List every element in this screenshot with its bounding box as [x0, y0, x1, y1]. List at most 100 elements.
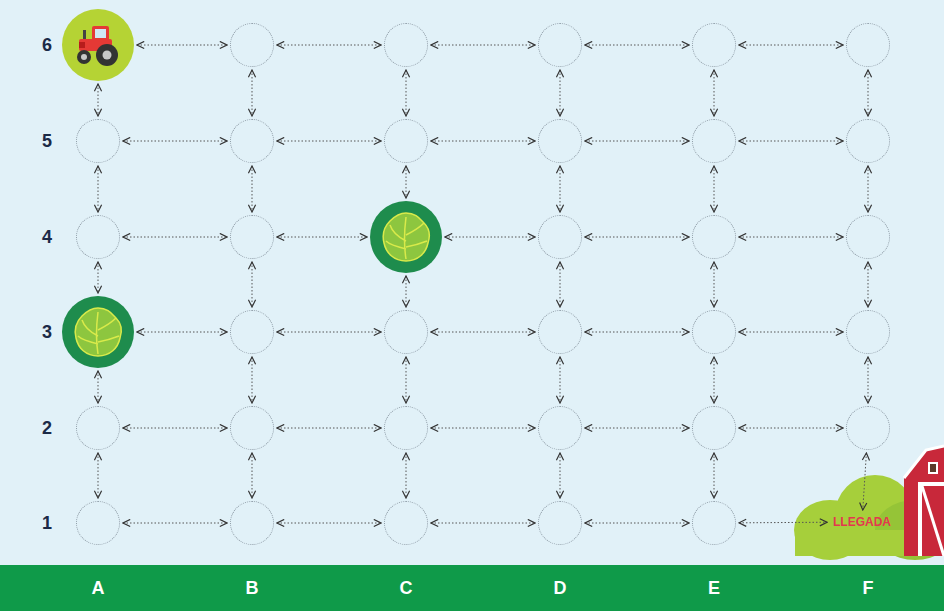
path-arrow [560, 166, 561, 212]
path-arrow [277, 332, 381, 333]
lettuce-icon [62, 296, 134, 368]
path-arrow [123, 237, 227, 238]
path-arrow [277, 45, 381, 46]
path-arrow [714, 453, 715, 498]
path-arrow [137, 332, 227, 333]
path-arrow [98, 262, 99, 293]
path-arrow [739, 141, 843, 142]
tractor-cell [62, 9, 134, 81]
path-arrow [739, 428, 843, 429]
grid-cell [846, 406, 890, 450]
path-arrow [123, 141, 227, 142]
row-number: 6 [42, 35, 52, 55]
grid-cell [846, 119, 890, 163]
path-arrow [585, 523, 689, 524]
path-arrow [431, 332, 535, 333]
column-letter: F [863, 578, 874, 598]
path-arrow [431, 523, 535, 524]
path-arrow [98, 453, 99, 498]
grid-cell [384, 501, 428, 545]
grid-cell [692, 501, 736, 545]
column-letter: D [554, 578, 567, 598]
grid-cell [76, 406, 120, 450]
path-arrow [277, 237, 367, 238]
column-letter: A [92, 578, 105, 598]
path-arrow [406, 357, 407, 403]
grid-cell [692, 406, 736, 450]
grid-cell [846, 310, 890, 354]
path-arrow [252, 166, 253, 212]
path-arrow [277, 523, 381, 524]
grid-cell [76, 501, 120, 545]
grid-cell [538, 215, 582, 259]
path-arrow [585, 141, 689, 142]
path-arrow [585, 45, 689, 46]
path-arrow [739, 237, 843, 238]
path-arrow [560, 357, 561, 403]
path-arrow [868, 357, 869, 403]
grid-cell [692, 310, 736, 354]
path-arrow [277, 428, 381, 429]
lettuce-cell [62, 296, 134, 368]
row-number: 4 [42, 227, 52, 247]
column-letter: C [400, 578, 413, 598]
path-arrow [431, 45, 535, 46]
tractor-icon [62, 9, 134, 81]
path-arrow [585, 237, 689, 238]
grid-cell [538, 23, 582, 67]
bush [794, 475, 944, 560]
grid-cell [230, 119, 274, 163]
path-arrow [123, 523, 227, 524]
path-arrow [714, 70, 715, 116]
path-arrow [252, 453, 253, 498]
path-arrow [739, 332, 843, 333]
path-arrow [431, 428, 535, 429]
grid-cell [76, 215, 120, 259]
path-arrow [560, 453, 561, 498]
grid-cell [384, 23, 428, 67]
path-arrow [123, 428, 227, 429]
grid-cell [538, 406, 582, 450]
path-arrow [739, 522, 827, 524]
grid-cell [384, 119, 428, 163]
path-arrow [739, 45, 843, 46]
lettuce-cell [370, 201, 442, 273]
path-arrow [585, 332, 689, 333]
grid-cell [846, 215, 890, 259]
path-arrow [714, 262, 715, 307]
path-arrow [98, 371, 99, 403]
grid-cell [692, 119, 736, 163]
path-arrow [406, 166, 407, 198]
path-arrow [868, 70, 869, 116]
path-arrow [406, 70, 407, 116]
column-band [0, 565, 944, 611]
grid-cell [230, 406, 274, 450]
goal-node: LLEGADA [830, 513, 894, 531]
row-number: 3 [42, 322, 52, 342]
path-arrow [868, 166, 869, 212]
path-arrow [714, 357, 715, 403]
row-number: 1 [42, 513, 52, 533]
path-arrow [863, 453, 867, 510]
path-arrow [98, 84, 99, 116]
path-arrow [560, 70, 561, 116]
path-arrow [431, 141, 535, 142]
column-letter: B [246, 578, 259, 598]
grid-cell [692, 23, 736, 67]
grid-cell [538, 119, 582, 163]
column-letter: E [708, 578, 720, 598]
path-arrow [585, 428, 689, 429]
grid-cell [384, 406, 428, 450]
path-arrow [98, 166, 99, 212]
path-arrow [137, 45, 227, 46]
barn [904, 446, 944, 556]
path-arrow [406, 453, 407, 498]
grid-cell [230, 23, 274, 67]
grid-cell [230, 310, 274, 354]
grid-cell [384, 310, 428, 354]
grid-cell [538, 501, 582, 545]
path-arrow [868, 262, 869, 307]
grid-cell [846, 23, 890, 67]
